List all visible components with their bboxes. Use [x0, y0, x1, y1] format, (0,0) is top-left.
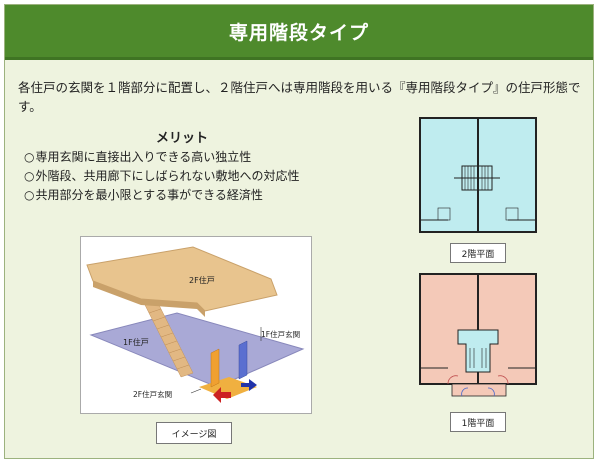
isometric-illustration: 2F住戸 1F住戸 1F住戸玄関 2F住戸玄関: [80, 236, 312, 414]
merit-item: ○外階段、共用廊下にしばられない敷地への対応性: [24, 169, 300, 183]
title-bar: 専用階段タイプ: [5, 5, 593, 60]
label-2f-unit: 2F住戸: [189, 275, 215, 285]
lower-slab: [89, 312, 305, 388]
illustration-caption: イメージ図: [156, 422, 232, 444]
floor1-caption: 1階平面: [450, 412, 506, 432]
intro-text: 各住戸の玄関を１階部分に配置し、２階住戸へは専用階段を用いる『専用階段タイプ』の…: [18, 80, 581, 114]
circle-bullet-icon: ○: [24, 188, 35, 202]
isometric-drawing: 2F住戸 1F住戸 1F住戸玄関 2F住戸玄関: [86, 246, 305, 403]
circle-bullet-icon: ○: [24, 169, 35, 183]
merit-list: ○専用玄関に直接出入りできる高い独立性 ○外階段、共用廊下にしばられない敷地への…: [24, 148, 300, 205]
floor1-plan: [418, 272, 540, 400]
door-1f-entrance: [238, 340, 248, 380]
upper-slab: [86, 246, 278, 312]
label-2f-entrance: 2F住戸玄関: [133, 389, 172, 399]
arrow-icon: [241, 379, 257, 391]
merit-item: ○専用玄関に直接出入りできる高い独立性: [24, 150, 252, 164]
label-1f-entrance: 1F住戸玄関: [261, 329, 300, 339]
floor2-plan: [418, 116, 540, 236]
floor2-caption: 2階平面: [450, 243, 506, 263]
merit-heading: メリット: [156, 131, 209, 146]
merit-item: ○共用部分を最小限とする事ができる経済性: [24, 188, 263, 202]
circle-bullet-icon: ○: [24, 150, 35, 164]
page-title: 専用階段タイプ: [228, 21, 369, 44]
door-2f-entrance: [210, 348, 220, 388]
label-1f-unit: 1F住戸: [123, 337, 149, 347]
entrance-porch: [451, 383, 507, 397]
entrance-core: [457, 329, 499, 373]
stair-treads: [469, 348, 487, 368]
arrow-icon: [213, 387, 231, 403]
